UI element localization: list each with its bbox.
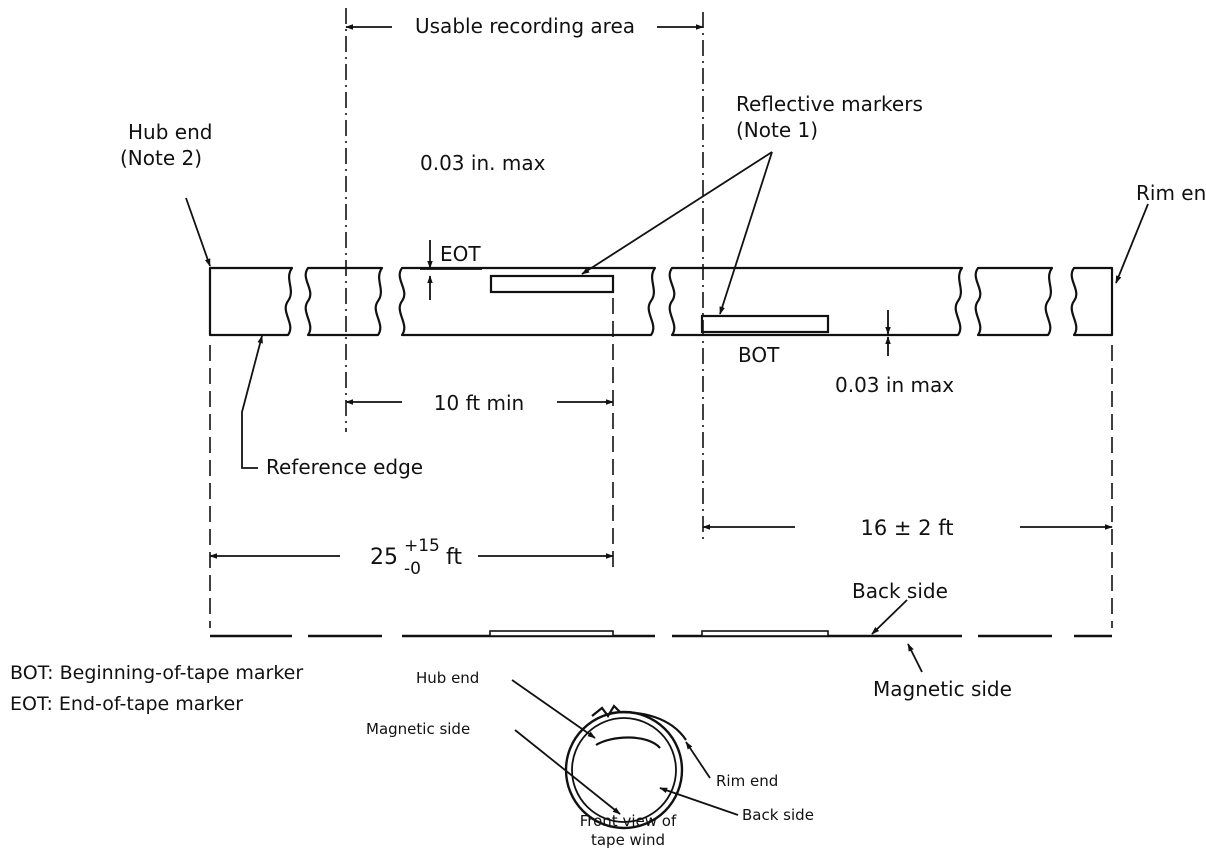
eot-marker-edge [489,630,614,637]
wind-caption-line2: tape wind [591,831,665,849]
tape-wind [511,679,739,830]
reflective-markers-label: Reflective markers [736,92,923,116]
bot-marker-edge [701,630,829,637]
bot-label: BOT [738,343,780,367]
twentyfive-plus-tolerance: +15 [404,536,440,556]
tape-segment-5 [974,266,1054,337]
tape-segment-bot [668,266,964,337]
legend-eot: EOT: End-of-tape marker [10,693,243,715]
wind-magnetic-side-label: Magnetic side [366,720,470,738]
twentyfive-value: 25 [370,545,398,570]
reference-edge-label: Reference edge [266,455,423,479]
wind-rim-end-label: Rim end [716,772,778,790]
wind-hub-end-label: Hub end [416,669,479,687]
wind-back-side-label: Back side [742,806,814,824]
tape-segment-eot [398,266,657,337]
back-side-label: Back side [852,579,948,603]
twentyfive-unit: ft [446,545,462,570]
hub-end-note: (Note 2) [120,146,202,170]
bot-marker [700,314,830,334]
hub-end-label: Hub end [128,120,212,144]
tape-segment-rim [1070,266,1114,337]
usable-area-label: Usable recording area [415,14,635,38]
eot-label: EOT [440,242,481,266]
ten-ft-min-label: 10 ft min [434,391,524,415]
tape-segment-2 [304,266,384,337]
magnetic-side-label: Magnetic side [873,677,1012,701]
eot-marker [489,274,615,294]
legend-bot: BOT: Beginning-of-tape marker [10,662,303,684]
rim-end-label: Rim end [1136,181,1206,205]
reflective-markers-note: (Note 1) [736,118,818,142]
twentyfive-minus-tolerance: -0 [404,559,421,579]
wind-caption-line1: Front view of [580,812,677,830]
sixteen-ft-label: 16 ± 2 ft [861,516,954,540]
tape-segment-hub [208,266,294,337]
bot-clearance-label: 0.03 in max [835,373,954,397]
eot-clearance-label: 0.03 in. max [420,151,546,175]
